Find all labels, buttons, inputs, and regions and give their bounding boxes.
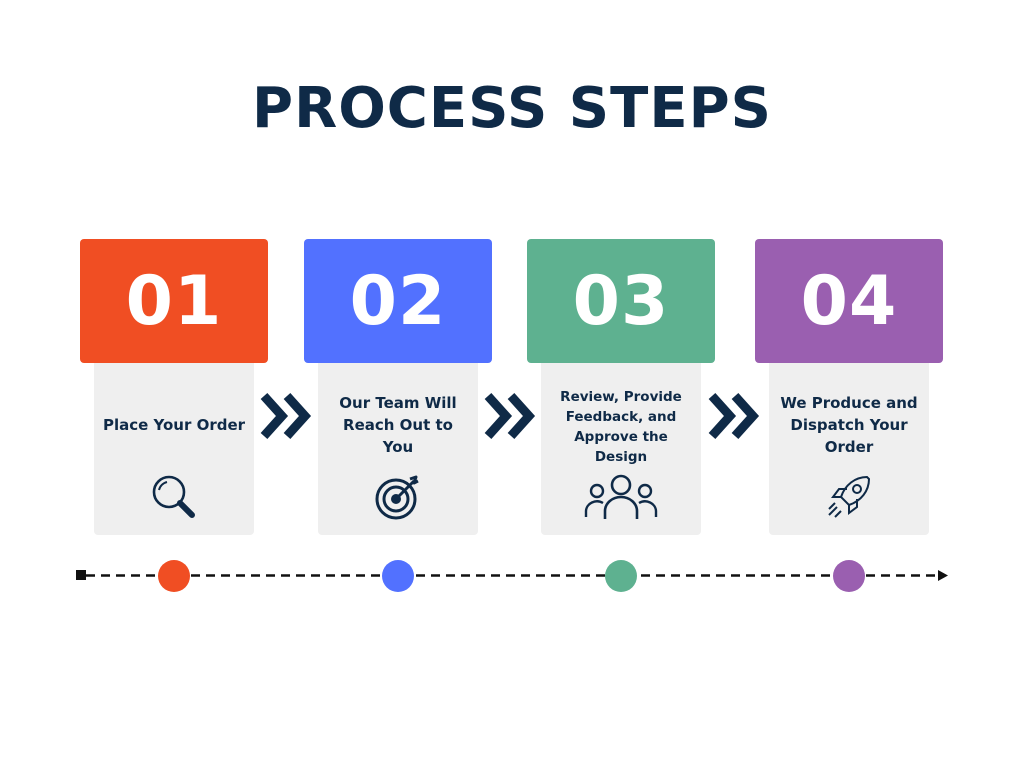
- step-text-2: Our Team Will Reach Out to You: [339, 394, 457, 456]
- double-chevron-icon: [708, 392, 760, 440]
- rocket-icon: [828, 475, 871, 518]
- timeline-line: [76, 570, 948, 581]
- timeline-dot-2: [382, 560, 414, 592]
- step-number-2: 02: [304, 239, 492, 363]
- double-chevron-icon: [260, 392, 312, 440]
- step-number-4: 04: [755, 239, 943, 363]
- double-chevron-icon: [484, 392, 536, 440]
- target-icon: [375, 475, 419, 520]
- magnifier-icon: [152, 475, 195, 518]
- timeline-dot-4: [833, 560, 865, 592]
- step-card-4: 04 We Produce and Dispatch Your Order: [755, 239, 943, 535]
- step-body-3: Review, Provide Feedback, and Approve th…: [541, 363, 701, 535]
- step-number-3: 03: [527, 239, 715, 363]
- step-card-2: 02 Our Team Will Reach Out to You: [304, 239, 492, 535]
- step-text-4: We Produce and Dispatch Your Order: [780, 394, 918, 456]
- step-body-2: Our Team Will Reach Out to You: [318, 363, 478, 535]
- step-card-1: 01 Place Your Order: [80, 239, 268, 535]
- timeline-dot-3: [605, 560, 637, 592]
- timeline-dot-1: [158, 560, 190, 592]
- team-icon: [584, 474, 658, 519]
- step-text-3: Review, Provide Feedback, and Approve th…: [560, 389, 682, 465]
- page-title: PROCESS STEPS: [252, 76, 772, 141]
- step-number-1: 01: [80, 239, 268, 363]
- step-text-1: Place Your Order: [102, 416, 246, 434]
- timeline: [76, 560, 952, 592]
- step-body-4: We Produce and Dispatch Your Order: [769, 363, 929, 535]
- step-card-3: 03 Review, Provide Feedback, and Approve…: [527, 239, 715, 535]
- step-body-1: Place Your Order: [94, 363, 254, 535]
